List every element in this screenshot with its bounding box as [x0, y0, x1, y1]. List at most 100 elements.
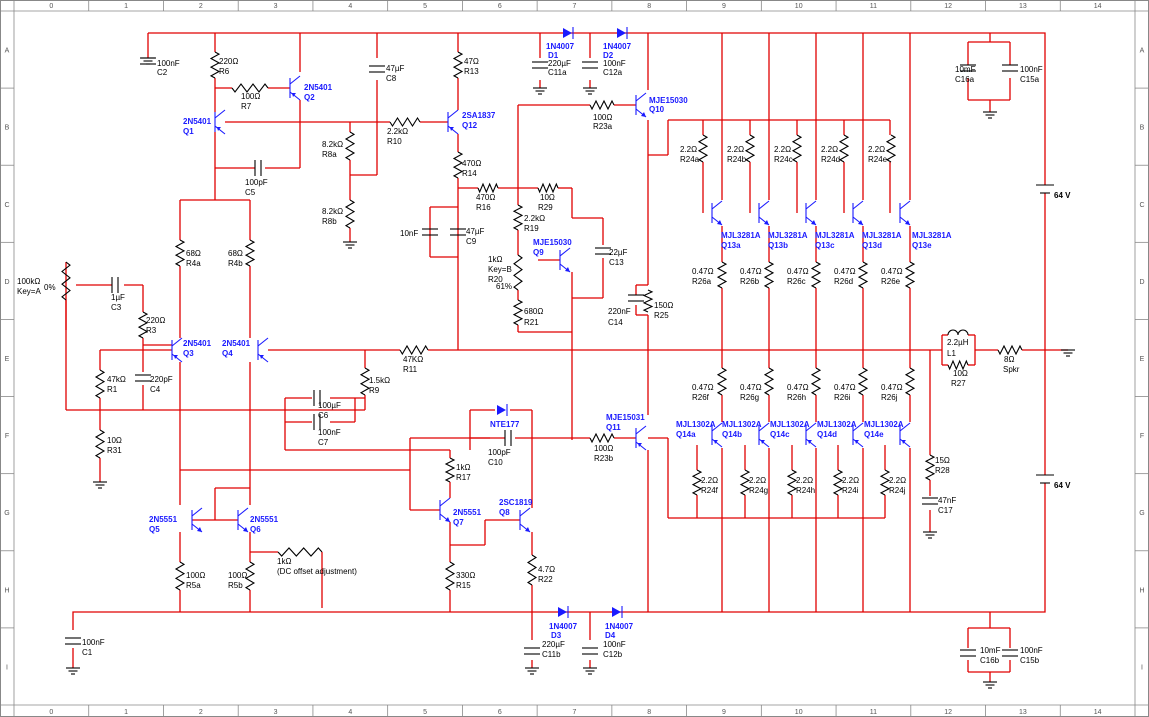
resistor-r24g[interactable]	[739, 469, 751, 496]
capacitor-10nf[interactable]	[422, 228, 438, 236]
potentiometer-input[interactable]	[61, 261, 71, 301]
resistor-r26a[interactable]	[716, 261, 728, 289]
resistor-r31[interactable]	[94, 429, 106, 459]
resistor-r26c[interactable]	[810, 261, 822, 289]
transistor-q14c[interactable]	[805, 422, 817, 448]
transistor-q14a[interactable]	[711, 422, 723, 448]
transistor-q2[interactable]	[289, 75, 301, 101]
capacitor-c5[interactable]	[254, 160, 262, 176]
capacitor-c10[interactable]	[504, 430, 512, 446]
resistor-r6[interactable]	[209, 51, 221, 79]
transistor-q13c[interactable]	[805, 200, 817, 226]
resistor-r13[interactable]	[452, 51, 464, 79]
resistor-r27[interactable]	[947, 359, 969, 371]
resistor-r7[interactable]	[231, 83, 269, 93]
diode-d1[interactable]	[563, 27, 574, 39]
resistor-r26e[interactable]	[904, 261, 916, 289]
transistor-q13b[interactable]	[758, 200, 770, 226]
transistor-q11[interactable]	[635, 425, 647, 451]
resistor-r24c[interactable]	[791, 134, 803, 163]
resistor-r24b[interactable]	[744, 134, 756, 163]
transistor-q8[interactable]	[519, 507, 531, 533]
transistor-q13d[interactable]	[852, 200, 864, 226]
capacitor-c16b[interactable]	[960, 649, 976, 657]
resistor-r5b[interactable]	[244, 561, 256, 591]
transistor-q13e[interactable]	[899, 200, 911, 226]
diode-d2[interactable]	[617, 27, 628, 39]
capacitor-c11a[interactable]	[532, 61, 548, 69]
capacitor-c2[interactable]	[140, 57, 156, 65]
resistor-r25[interactable]	[642, 289, 654, 313]
resistor-r26j[interactable]	[904, 367, 916, 396]
capacitor-c8[interactable]	[369, 65, 385, 73]
resistor-r17[interactable]	[444, 457, 456, 483]
transistor-q14e[interactable]	[899, 422, 911, 448]
resistor-r26d[interactable]	[857, 261, 869, 289]
transistor-q14d[interactable]	[852, 422, 864, 448]
resistor-r15[interactable]	[444, 561, 456, 591]
resistor-r5a[interactable]	[174, 561, 186, 591]
diode-d3[interactable]	[558, 606, 569, 618]
transistor-q4[interactable]	[257, 337, 269, 363]
capacitor-c4[interactable]	[135, 374, 151, 382]
resistor-r8b[interactable]	[344, 199, 356, 229]
resistor-r24e[interactable]	[885, 134, 897, 163]
resistor-r29[interactable]	[537, 182, 559, 194]
resistor-r23a[interactable]	[589, 99, 615, 111]
resistor-r4b[interactable]	[244, 239, 256, 267]
diode-nte177[interactable]	[497, 404, 508, 416]
capacitor-c12a[interactable]	[582, 61, 598, 69]
transistor-q10[interactable]	[635, 92, 647, 118]
potentiometer-r20[interactable]	[513, 254, 523, 291]
transistor-q6[interactable]	[237, 507, 249, 533]
capacitor-c6[interactable]	[313, 390, 321, 406]
resistor-r9[interactable]	[359, 367, 371, 396]
resistor-r22[interactable]	[526, 554, 538, 586]
resistor-r26h[interactable]	[810, 367, 822, 396]
capacitor-c15a[interactable]	[1002, 64, 1018, 72]
capacitor-c7[interactable]	[313, 414, 321, 430]
resistor-r11[interactable]	[399, 344, 429, 356]
transistor-q9[interactable]	[559, 247, 571, 273]
resistor-r24d[interactable]	[838, 134, 850, 163]
diode-d4[interactable]	[612, 606, 623, 618]
resistor-r16[interactable]	[477, 182, 499, 194]
inductor-l1[interactable]	[947, 329, 969, 336]
resistor-r26i[interactable]	[857, 367, 869, 396]
capacitor-c9[interactable]	[450, 228, 466, 236]
potentiometer-dc-offset[interactable]	[277, 547, 323, 557]
resistor-r24f[interactable]	[691, 469, 703, 496]
transistor-q1[interactable]	[214, 109, 226, 135]
capacitor-c15b[interactable]	[1002, 649, 1018, 657]
capacitor-c17[interactable]	[922, 497, 938, 505]
resistor-r14[interactable]	[452, 151, 464, 179]
capacitor-c11b[interactable]	[524, 647, 540, 655]
resistor-r23b[interactable]	[589, 432, 615, 444]
resistor-r4a[interactable]	[174, 239, 186, 267]
resistor-r24j[interactable]	[879, 469, 891, 496]
resistor-r24a[interactable]	[697, 134, 709, 163]
resistor-r28[interactable]	[924, 454, 936, 481]
resistor-r19[interactable]	[512, 204, 524, 231]
transistor-q13a[interactable]	[711, 200, 723, 226]
resistor-r1[interactable]	[94, 369, 106, 399]
resistor-r3[interactable]	[137, 311, 149, 339]
resistor-r26g[interactable]	[763, 367, 775, 396]
resistor-r24i[interactable]	[832, 469, 844, 496]
resistor-r24h[interactable]	[786, 469, 798, 496]
transistor-q7[interactable]	[439, 497, 451, 523]
capacitor-c12b[interactable]	[582, 647, 598, 655]
speaker-load[interactable]	[997, 344, 1023, 356]
transistor-q5[interactable]	[191, 507, 203, 533]
resistor-r21[interactable]	[512, 299, 524, 326]
capacitor-c13[interactable]	[595, 247, 611, 255]
resistor-r10[interactable]	[389, 116, 421, 128]
transistor-q12[interactable]	[447, 109, 459, 135]
resistor-r8a[interactable]	[344, 131, 356, 161]
resistor-r26f[interactable]	[716, 367, 728, 396]
capacitor-c16a[interactable]	[960, 64, 976, 72]
transistor-q14b[interactable]	[758, 422, 770, 448]
capacitor-c14[interactable]	[628, 294, 644, 302]
transistor-q3[interactable]	[171, 337, 183, 363]
capacitor-c3[interactable]	[111, 277, 119, 293]
